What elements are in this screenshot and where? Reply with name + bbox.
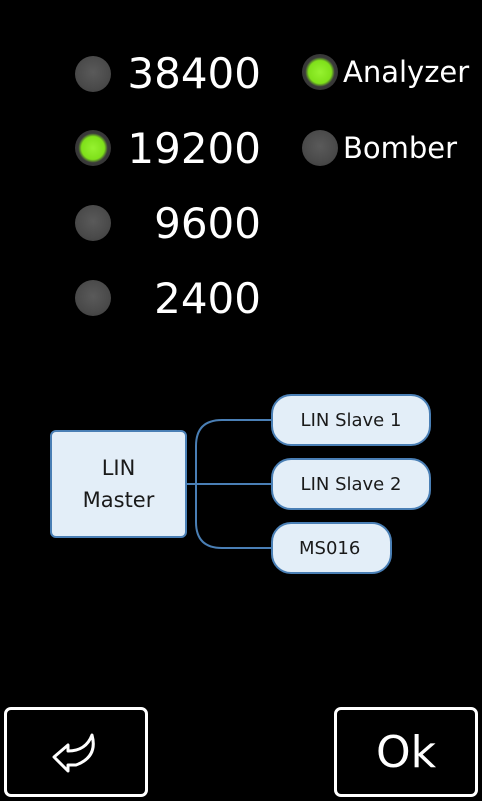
ok-button[interactable]: Ok — [334, 707, 478, 797]
lin-slave-2-node: LIN Slave 2 — [271, 458, 431, 510]
baud-9600-label[interactable]: 9600 — [154, 199, 261, 248]
back-arrow-icon — [52, 733, 95, 773]
mode-analyzer-indicator[interactable] — [302, 54, 338, 90]
baud-2400-indicator[interactable] — [75, 280, 111, 316]
baud-19200-indicator[interactable] — [75, 130, 111, 166]
baud-38400-label[interactable]: 38400 — [127, 49, 261, 98]
baud-38400-indicator[interactable] — [75, 56, 111, 92]
baud-9600-indicator[interactable] — [75, 205, 111, 241]
back-button[interactable] — [4, 707, 148, 797]
baud-2400-label[interactable]: 2400 — [154, 274, 261, 323]
mode-bomber-indicator[interactable] — [302, 130, 338, 166]
mode-analyzer-label[interactable]: Analyzer — [343, 55, 470, 89]
mode-bomber-label[interactable]: Bomber — [343, 131, 458, 165]
ms016-node: MS016 — [271, 522, 392, 574]
lin-master-line1: LIN — [101, 456, 136, 480]
lin-master-line2: Master — [82, 488, 155, 512]
bus-line-trunk — [195, 419, 271, 549]
lin-slave-1-node: LIN Slave 1 — [271, 394, 431, 446]
lin-master-node: LIN Master — [50, 430, 187, 538]
baud-19200-label[interactable]: 19200 — [127, 124, 261, 173]
